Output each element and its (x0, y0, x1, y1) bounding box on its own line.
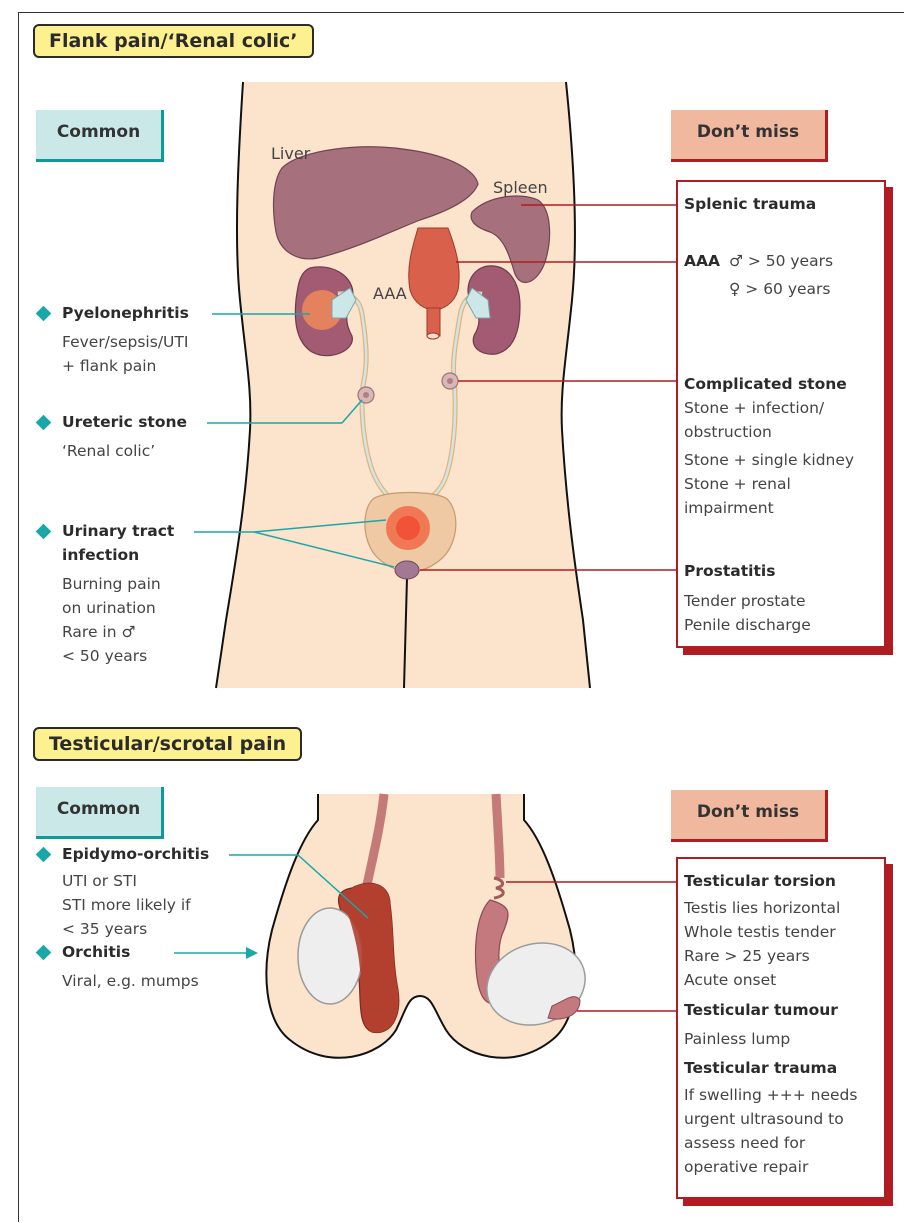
uti-line-3: Rare in ♂ (62, 621, 135, 643)
aaa-male-criterion: ♂ > 50 years (729, 250, 833, 272)
tumour-line-1: Painless lump (684, 1028, 790, 1050)
pyelonephritis-line-1: Fever/sepsis/UTI (62, 331, 188, 353)
testicular-title: Testicular/scrotal pain (33, 727, 302, 761)
trauma-line-1: If swelling +++ needs (684, 1084, 857, 1106)
right-spermatic-cord (496, 794, 500, 878)
pyelonephritis-line-2: + flank pain (62, 355, 156, 377)
aaa-heading: AAA (684, 250, 720, 272)
ureteric-stone-line-1: ‘Renal colic’ (62, 440, 155, 462)
complicated-stone-heading: Complicated stone (684, 373, 847, 395)
prostate (395, 561, 419, 579)
aorta-lower (427, 308, 440, 336)
epidymo-line-2: STI more likely if (62, 894, 191, 916)
ureteric-stone-heading: Ureteric stone (62, 411, 187, 433)
orchitis-line-1: Viral, e.g. mumps (62, 970, 199, 992)
spleen-label: Spleen (493, 177, 548, 199)
epidymo-orchitis-heading: Epidymo-orchitis (62, 843, 209, 865)
trauma-heading: Testicular trauma (684, 1057, 837, 1079)
splenic-trauma-heading: Splenic trauma (684, 193, 816, 215)
flank-common-label: Common (36, 110, 164, 162)
testicular-dont-miss-label: Don’t miss (671, 790, 828, 842)
uti-line-2: on urination (62, 597, 156, 619)
orchitis-heading: Orchitis (62, 941, 130, 963)
testicular-common-label: Common (36, 787, 164, 839)
complicated-line-1: Stone + infection/ (684, 397, 824, 419)
flank-dont-miss-label: Don’t miss (671, 110, 828, 162)
liver-label: Liver (271, 143, 310, 165)
torsion-line-3: Rare > 25 years (684, 945, 810, 967)
uti-heading-2: infection (62, 544, 139, 566)
tumour-heading: Testicular tumour (684, 999, 838, 1021)
trauma-line-2: urgent ultrasound to (684, 1108, 844, 1130)
uti-line-4: < 50 years (62, 645, 147, 667)
torsion-line-1: Testis lies horizontal (684, 897, 840, 919)
prostatitis-heading: Prostatitis (684, 560, 775, 582)
complicated-line-4: Stone + renal (684, 473, 791, 495)
pyelonephritis-heading: Pyelonephritis (62, 302, 189, 324)
complicated-line-5: impairment (684, 497, 774, 519)
trauma-line-3: assess need for (684, 1132, 805, 1154)
torsion-heading: Testicular torsion (684, 870, 836, 892)
prostatitis-line-2: Penile discharge (684, 614, 811, 636)
aorta (409, 228, 459, 310)
complicated-line-2: obstruction (684, 421, 772, 443)
complicated-line-3: Stone + single kidney (684, 449, 854, 471)
aaa-female-criterion: ♀ > 60 years (729, 278, 831, 300)
epidymo-line-3: < 35 years (62, 918, 147, 940)
prostatitis-line-1: Tender prostate (684, 590, 806, 612)
uti-line-1: Burning pain (62, 573, 161, 595)
torsion-line-2: Whole testis tender (684, 921, 836, 943)
epidymo-line-1: UTI or STI (62, 870, 137, 892)
flank-title: Flank pain/‘Renal colic’ (33, 24, 314, 58)
aaa-organ-label: AAA (373, 283, 407, 305)
uti-heading: Urinary tract (62, 520, 174, 542)
torsion-line-4: Acute onset (684, 969, 776, 991)
trauma-line-4: operative repair (684, 1156, 808, 1178)
